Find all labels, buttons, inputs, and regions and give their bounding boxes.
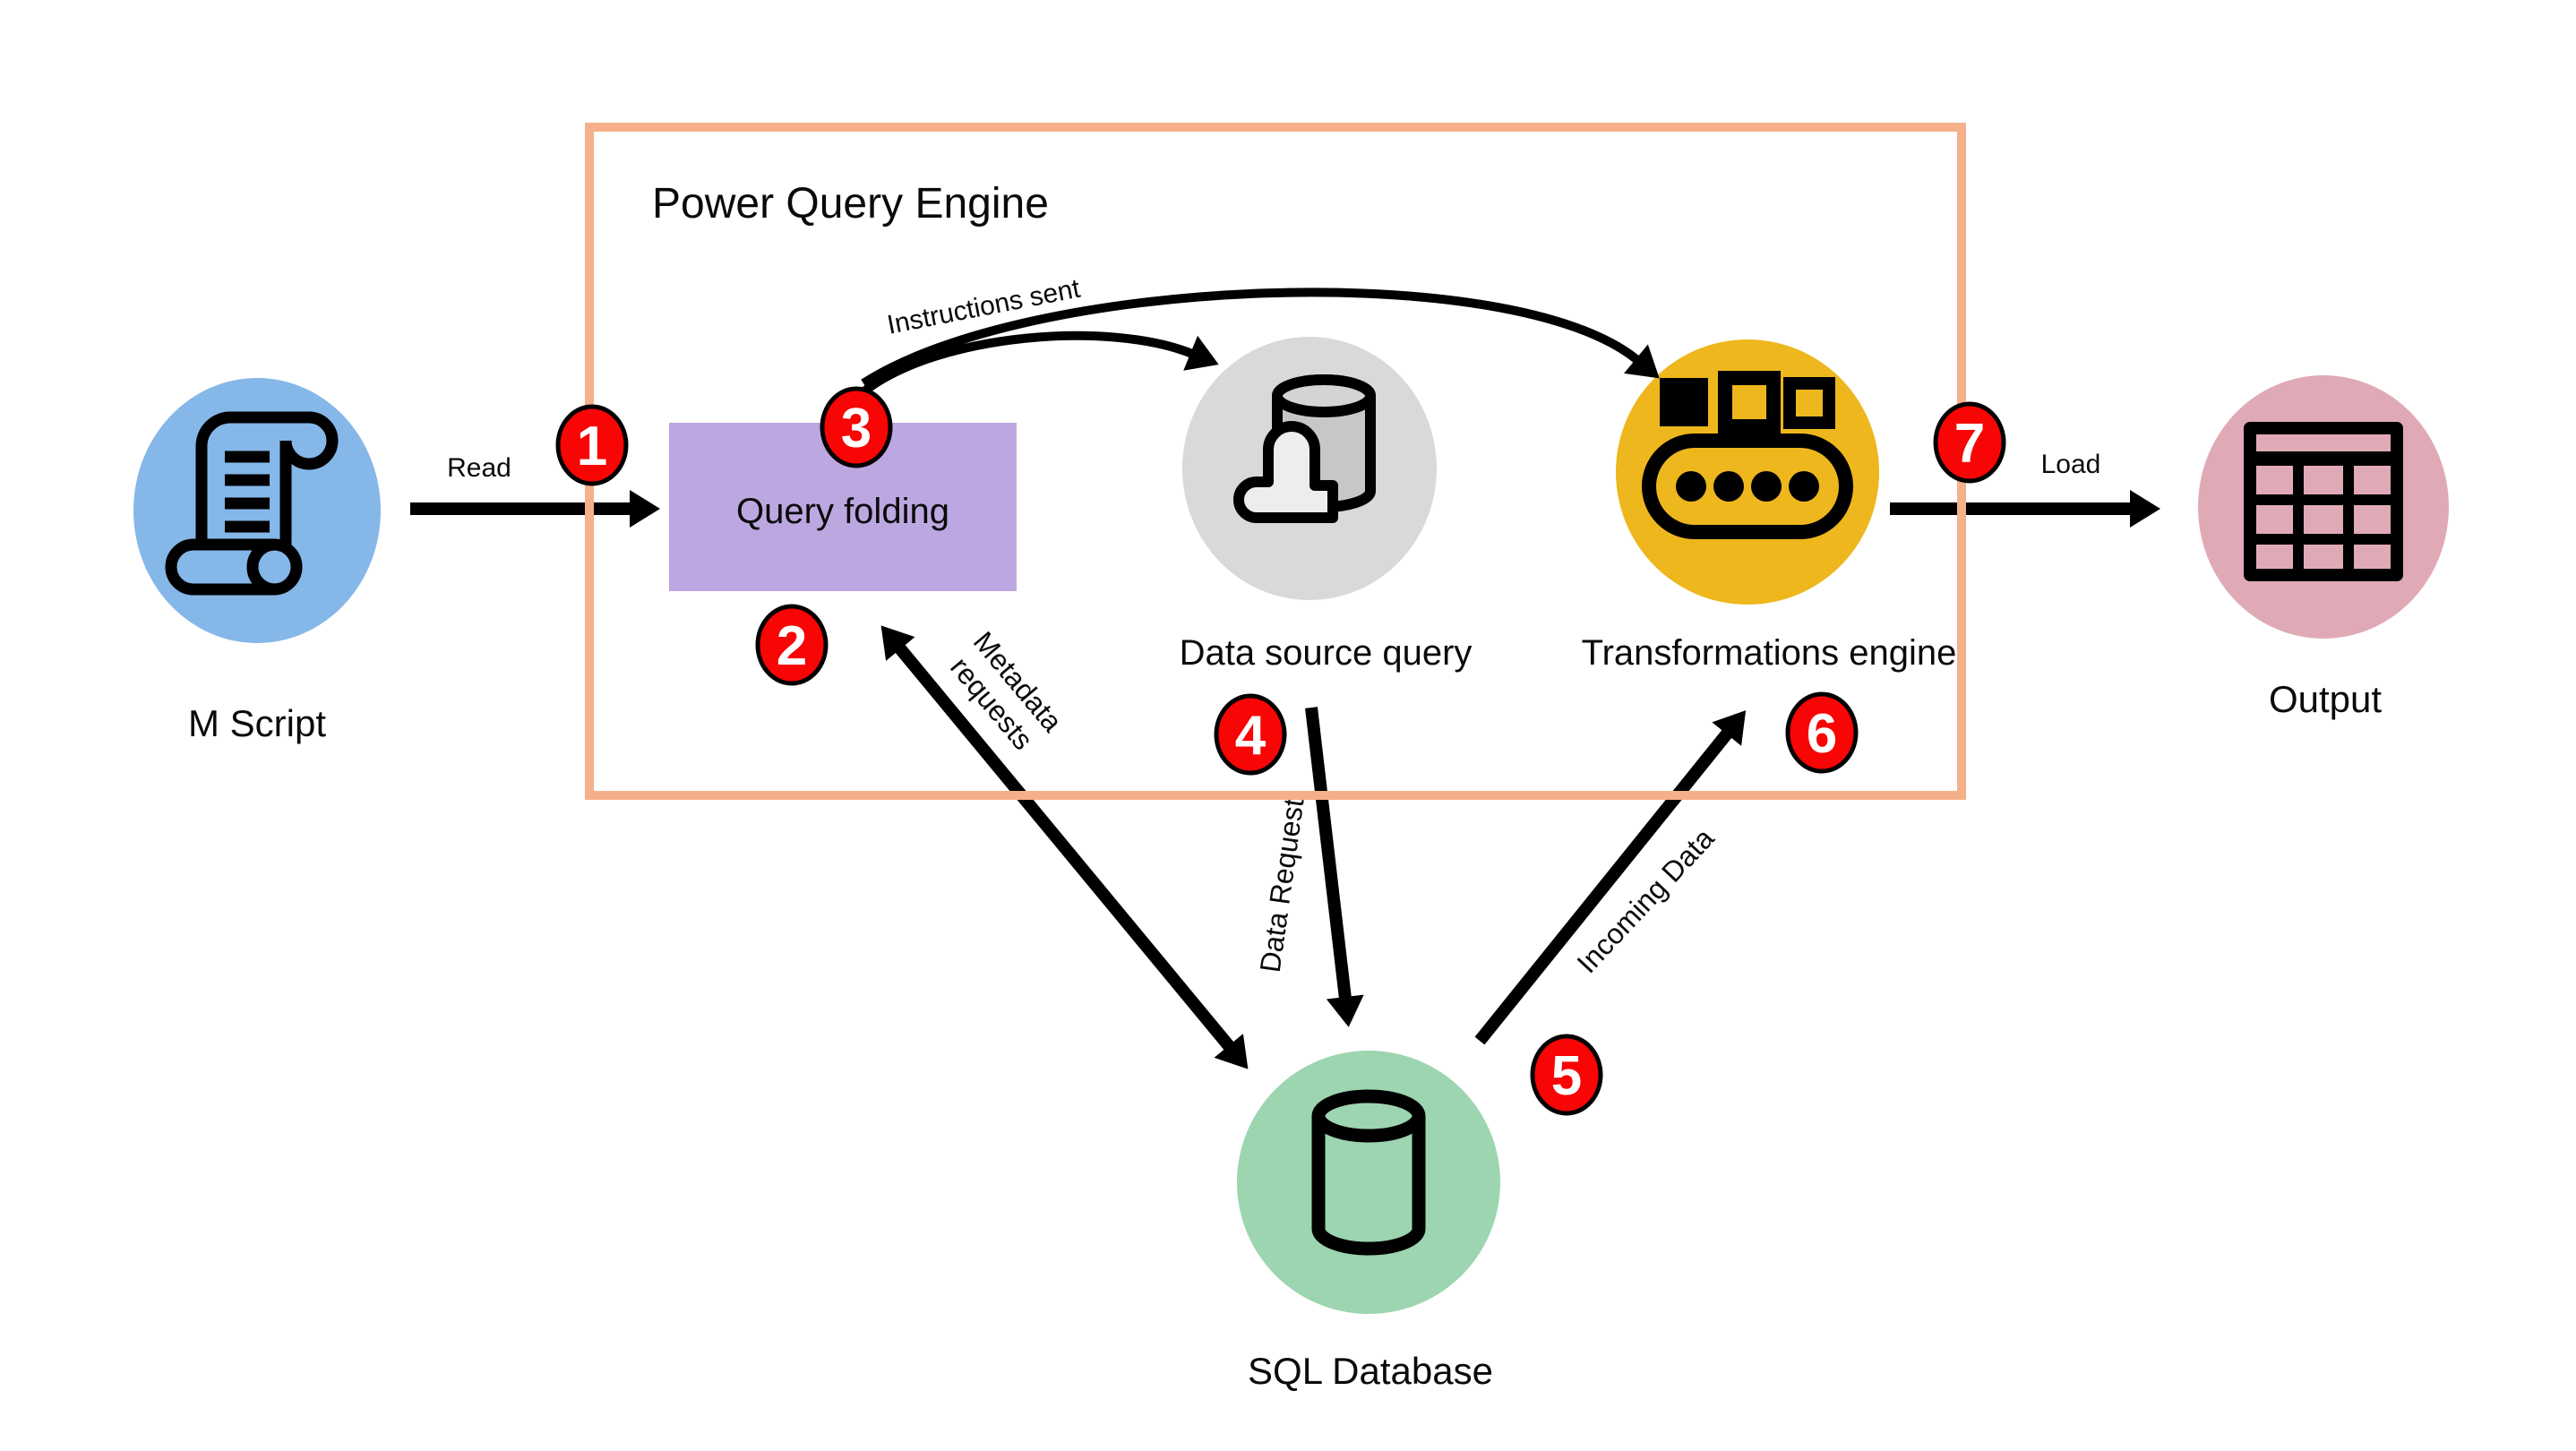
step-badge-1: 1 <box>555 404 629 486</box>
step-badge-7-number: 7 <box>1954 413 1985 475</box>
data-request-arrow <box>1305 707 1364 1027</box>
step-badge-6-number: 6 <box>1807 703 1837 765</box>
conveyor-icon <box>1642 371 1853 539</box>
scroll-icon <box>165 411 339 596</box>
database-icon <box>1311 1089 1426 1256</box>
step-badge-7: 7 <box>1933 401 2006 484</box>
instructions-sent-arrow-short <box>862 331 1219 394</box>
node-transformations-engine: Transformations engine <box>1582 339 1957 673</box>
node-data-source-query: Data source query <box>1180 337 1473 673</box>
load-label: Load <box>2041 450 2101 479</box>
node-m-script: M Script <box>133 378 381 744</box>
data-request-label: Data Request <box>1254 796 1310 974</box>
node-output: Output <box>2198 375 2449 720</box>
m-script-label: M Script <box>188 702 326 744</box>
step-badge-2: 2 <box>755 604 829 686</box>
step-badge-3: 3 <box>820 386 893 468</box>
node-sql-database: SQL Database <box>1237 1051 1500 1392</box>
query-scroll-icon <box>1233 374 1376 523</box>
incoming-data-arrow <box>1474 710 1747 1045</box>
metadata-requests-label: Metadata requests <box>944 625 1069 756</box>
output-circle <box>2198 375 2449 639</box>
step-badge-4: 4 <box>1214 693 1287 776</box>
sql-database-label: SQL Database <box>1248 1350 1493 1392</box>
step-badge-1-number: 1 <box>577 416 607 477</box>
table-icon <box>2244 422 2403 581</box>
read-label: Read <box>447 453 511 483</box>
transformations-engine-label: Transformations engine <box>1582 633 1957 673</box>
step-badge-2-number: 2 <box>777 615 807 677</box>
data-source-query-label: Data source query <box>1180 633 1473 673</box>
query-folding-label: Query folding <box>736 492 949 531</box>
step-badge-4-number: 4 <box>1235 705 1267 767</box>
step-badge-5: 5 <box>1530 1034 1603 1116</box>
m-script-circle <box>133 378 381 643</box>
instructions-sent-arrow-long <box>861 288 1660 388</box>
engine-title: Power Query Engine <box>652 180 1049 228</box>
output-label: Output <box>2269 678 2382 720</box>
step-badge-3-number: 3 <box>841 398 872 459</box>
metadata-requests-arrow <box>880 625 1249 1069</box>
step-badge-5-number: 5 <box>1551 1045 1582 1107</box>
sql-database-circle <box>1237 1051 1500 1314</box>
step-badge-6: 6 <box>1785 691 1859 774</box>
